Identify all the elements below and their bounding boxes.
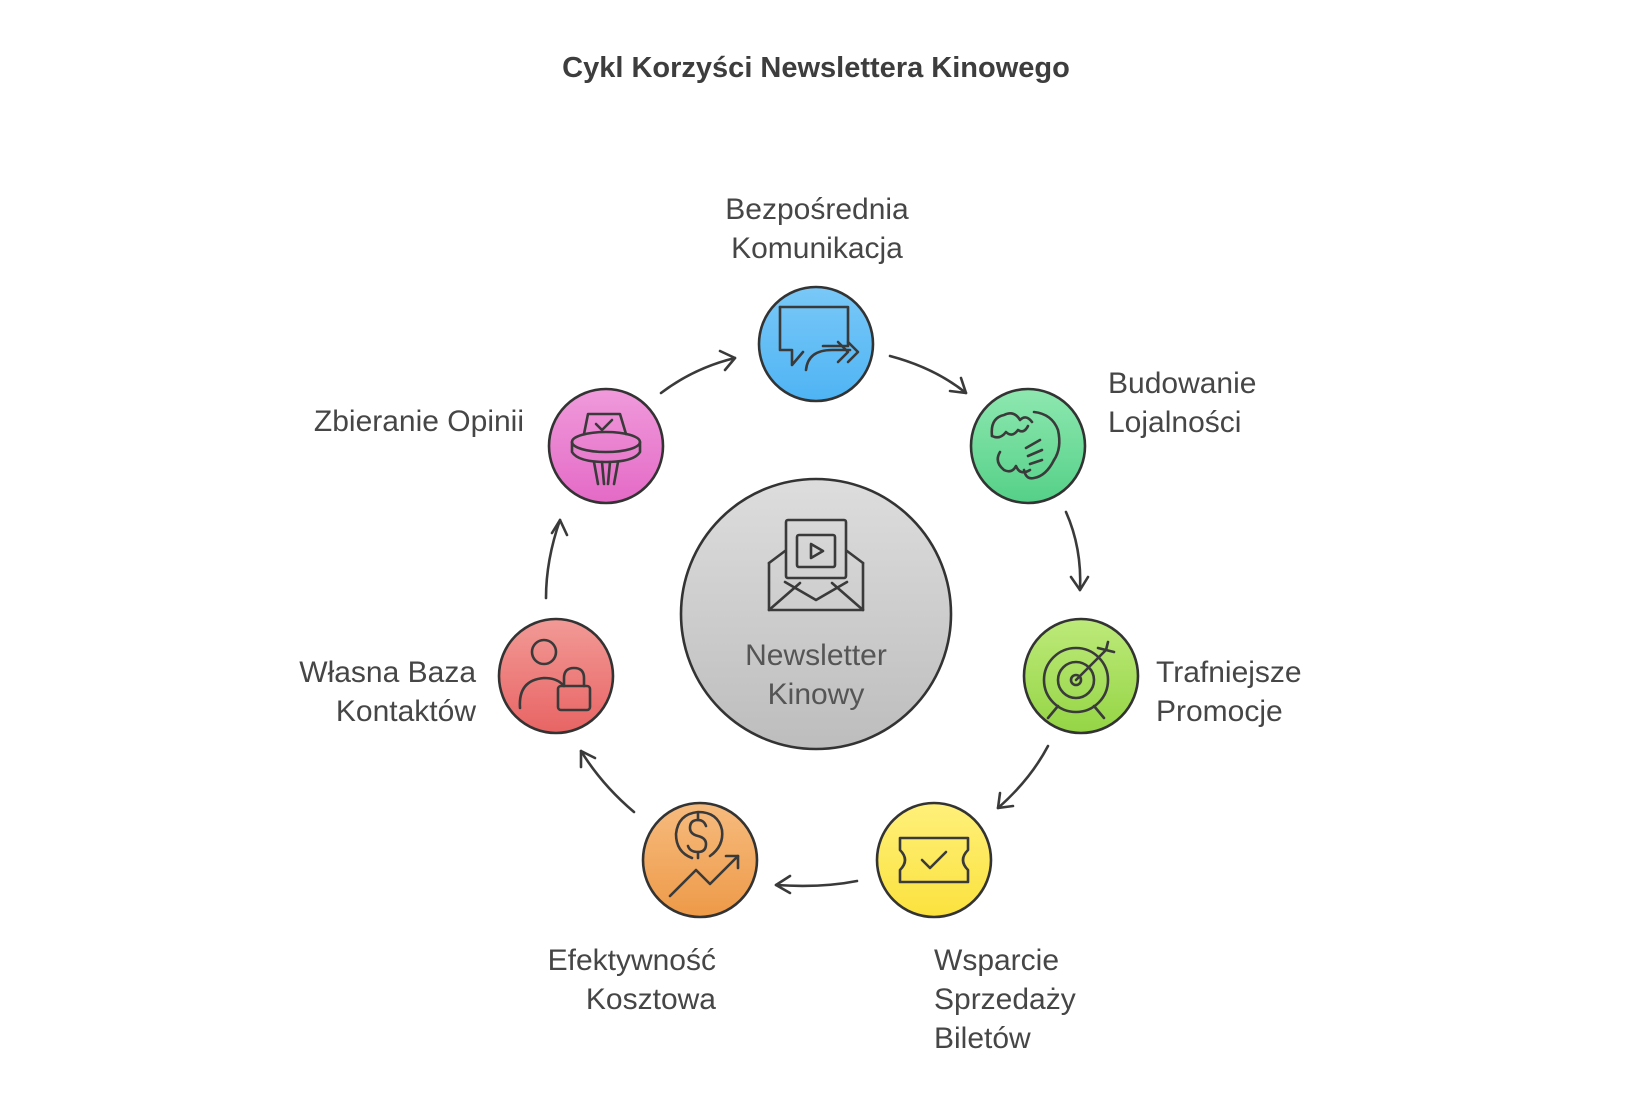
node-circle — [641, 801, 759, 919]
label-wsparcie-sprzedazy-biletow: Wsparcie Sprzedaży Biletów — [934, 944, 1076, 1055]
node-zbieranie-opinii — [547, 387, 665, 505]
user-lock-icon — [518, 638, 592, 712]
ticket-check-icon — [898, 836, 970, 884]
node-circle — [497, 617, 615, 735]
label-budowanie-lojalnosci: Budowanie Lojalności — [1108, 367, 1257, 439]
node-trafniejsze-promocje — [1022, 617, 1140, 735]
arrow-efektywnosc-to-baza — [579, 749, 636, 814]
node-circle — [547, 387, 665, 505]
arrow-komunikacja-to-lojalnosci — [888, 354, 968, 395]
center-circle — [679, 477, 953, 751]
arrow-baza-to-opinii — [544, 518, 569, 600]
arrow-promocje-to-sprzedazy — [996, 744, 1050, 810]
node-circle — [757, 285, 875, 403]
diagram-title: Cykl Korzyści Newslettera Kinowego — [562, 52, 1070, 84]
node-bezposrednia-komunikacja — [757, 285, 875, 403]
center-label-line1: Newsletter — [745, 639, 887, 672]
target-icon — [1042, 640, 1116, 720]
label-wlasna-baza-kontaktow: Własna Baza Kontaktów — [299, 656, 476, 728]
center-label: Newsletter Kinowy — [680, 636, 952, 714]
center-hub — [679, 477, 953, 751]
handshake-icon — [990, 410, 1061, 480]
connector-arrows — [544, 349, 1090, 895]
label-zbieranie-opinii: Zbieranie Opinii — [313, 405, 524, 438]
node-wlasna-baza-kontaktow — [497, 617, 615, 735]
label-trafniejsze-promocje: Trafniejsze Promocje — [1156, 656, 1302, 728]
center-label-line2: Kinowy — [767, 678, 865, 711]
arrow-lojalnosci-to-promocje — [1064, 510, 1090, 592]
label-bezposrednia-komunikacja: Bezpośrednia Komunikacja — [725, 193, 909, 265]
ballot-box-icon — [570, 412, 642, 486]
label-efektywnosc-kosztowa: Efektywność Kosztowa — [547, 944, 716, 1016]
node-wsparcie-sprzedazy-biletow — [875, 801, 993, 919]
arrow-opinii-to-komunikacja — [659, 349, 737, 395]
node-budowanie-lojalnosci — [969, 387, 1087, 505]
coin-growth-icon — [668, 810, 740, 898]
node-circle — [875, 801, 993, 919]
arrow-sprzedazy-to-efektywnosc — [774, 874, 859, 895]
video-envelope-icon — [767, 518, 865, 612]
node-efektywnosc-kosztowa — [641, 801, 759, 919]
chat-forward-icon — [778, 305, 860, 372]
